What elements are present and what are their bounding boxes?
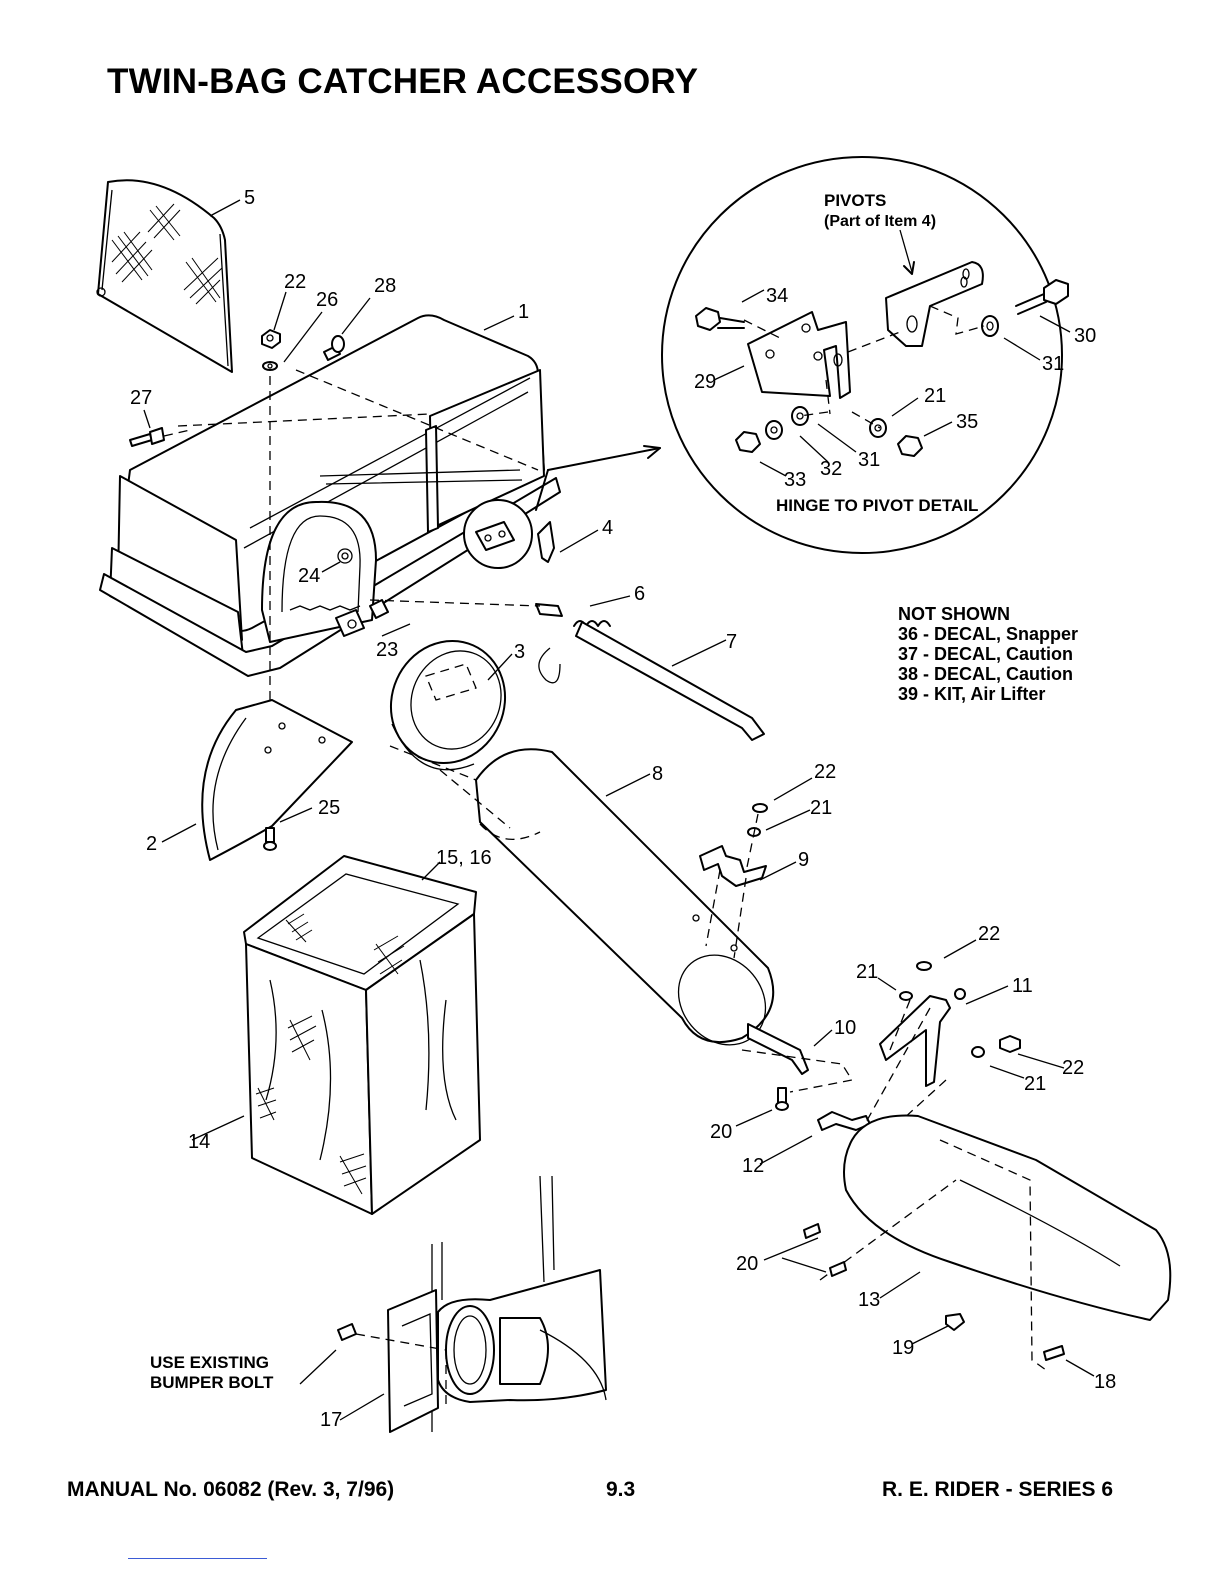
callout-22-tube: 22 bbox=[814, 761, 836, 783]
not-shown-item: 39 - KIT, Air Lifter bbox=[898, 684, 1046, 704]
tube-clamps bbox=[699, 803, 1021, 1141]
callout-35: 35 bbox=[956, 411, 978, 433]
manual-number: MANUAL No. 06082 (Rev. 3, 7/96) bbox=[67, 1478, 395, 1501]
callout-12: 12 bbox=[742, 1155, 764, 1177]
callout-22-clamp: 22 bbox=[978, 923, 1000, 945]
callout-21-detail: 21 bbox=[924, 385, 946, 407]
callout-6: 6 bbox=[634, 583, 645, 605]
callout-20-upper: 20 bbox=[710, 1121, 732, 1143]
chute-tube bbox=[389, 745, 775, 1046]
callout-27: 27 bbox=[130, 387, 152, 409]
callout-34: 34 bbox=[766, 285, 788, 307]
callout-24: 24 bbox=[298, 565, 320, 587]
grass-bag bbox=[243, 855, 481, 1215]
callout-28: 28 bbox=[374, 275, 396, 297]
callout-8: 8 bbox=[652, 763, 663, 785]
callout-4: 4 bbox=[602, 517, 613, 539]
discharge-chute bbox=[803, 1114, 1172, 1371]
screen-panel bbox=[96, 179, 233, 373]
hinge-linkage bbox=[369, 445, 765, 741]
not-shown-list: NOT SHOWN 36 - DECAL, Snapper 37 - DECAL… bbox=[898, 604, 1078, 704]
callout-21-right: 21 bbox=[1024, 1073, 1046, 1095]
callout-3: 3 bbox=[514, 641, 525, 663]
callout-25: 25 bbox=[318, 797, 340, 819]
model-series: R. E. RIDER - SERIES 6 bbox=[882, 1478, 1114, 1501]
callout-29: 29 bbox=[694, 371, 716, 393]
top-fasteners bbox=[129, 329, 345, 820]
callout-13: 13 bbox=[858, 1289, 880, 1311]
callout-23: 23 bbox=[376, 639, 398, 661]
callout-15-16: 15, 16 bbox=[436, 847, 492, 869]
callout-9: 9 bbox=[798, 849, 809, 871]
page-number: 9.3 bbox=[606, 1478, 636, 1501]
page-title: TWIN-BAG CATCHER ACCESSORY bbox=[107, 62, 699, 101]
callout-30: 30 bbox=[1074, 325, 1096, 347]
bumper-note-line2: BUMPER BOLT bbox=[150, 1373, 274, 1392]
callout-1: 1 bbox=[518, 301, 529, 323]
bottom-rule bbox=[128, 1558, 267, 1559]
callout-7: 7 bbox=[726, 631, 737, 653]
callout-10: 10 bbox=[834, 1017, 856, 1039]
callout-5: 5 bbox=[244, 187, 255, 209]
callout-31-bottom: 31 bbox=[858, 449, 880, 471]
callout-14: 14 bbox=[188, 1131, 210, 1153]
callout-22-right: 22 bbox=[1062, 1057, 1084, 1079]
not-shown-item: 38 - DECAL, Caution bbox=[898, 664, 1074, 684]
not-shown-item: 36 - DECAL, Snapper bbox=[898, 624, 1079, 644]
callout-18: 18 bbox=[1094, 1371, 1116, 1393]
not-shown-heading: NOT SHOWN bbox=[898, 604, 1010, 624]
pivots-note: (Part of Item 4) bbox=[824, 213, 936, 230]
callout-numbers: 5 22 26 28 1 27 4 24 6 23 3 7 8 22 21 9 … bbox=[130, 187, 1116, 1431]
callout-32: 32 bbox=[820, 458, 842, 480]
callout-17: 17 bbox=[320, 1409, 342, 1431]
leader-lines bbox=[143, 199, 1095, 1421]
deflector bbox=[201, 699, 353, 861]
callout-21-tube: 21 bbox=[810, 797, 832, 819]
callout-31-top: 31 bbox=[1042, 353, 1064, 375]
callout-26: 26 bbox=[316, 289, 338, 311]
callout-2: 2 bbox=[146, 833, 157, 855]
callout-11: 11 bbox=[1012, 975, 1033, 997]
detail-caption: HINGE TO PIVOT DETAIL bbox=[776, 496, 978, 515]
adapter-ring bbox=[389, 639, 507, 771]
bumper-note-line1: USE EXISTING bbox=[150, 1353, 269, 1372]
not-shown-item: 37 - DECAL, Caution bbox=[898, 644, 1074, 664]
callout-20-lower: 20 bbox=[736, 1253, 758, 1275]
bumper-bracket bbox=[337, 1175, 607, 1433]
pivots-label: PIVOTS bbox=[824, 191, 886, 210]
callout-33: 33 bbox=[784, 469, 806, 491]
callout-22-top: 22 bbox=[284, 271, 306, 293]
callout-19: 19 bbox=[892, 1337, 914, 1359]
catcher-housing bbox=[99, 314, 561, 677]
hinge-to-pivot-detail: PIVOTS (Part of Item 4) HINGE TO PIVOT D… bbox=[661, 156, 1096, 554]
callout-21-clamp: 21 bbox=[856, 961, 878, 983]
